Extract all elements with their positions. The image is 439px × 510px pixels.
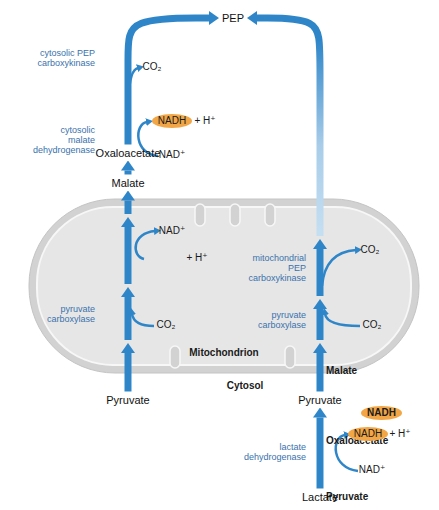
co2: CO₂ bbox=[363, 319, 382, 331]
enzyme-name: cytosolic PEP carboxykinase bbox=[37, 48, 95, 68]
cofactor-pill: NADH bbox=[348, 427, 388, 441]
reaction-arrow bbox=[316, 353, 323, 392]
metabolite-name: Pyruvate bbox=[296, 394, 343, 407]
nad: NAD⁺ bbox=[359, 464, 385, 476]
proton: + H⁺ bbox=[389, 428, 410, 440]
cofactor-name: NADH bbox=[348, 427, 388, 441]
metabolite-name: Pyruvate bbox=[104, 394, 151, 407]
reaction-arrow bbox=[124, 353, 131, 392]
nad: NAD⁺ bbox=[159, 225, 185, 237]
metabolite-name: Malate bbox=[324, 364, 359, 377]
enzyme-name: pyruvate carboxylase bbox=[258, 310, 306, 330]
proton: + H⁺ bbox=[186, 252, 207, 264]
compartment-name: Mitochondrion bbox=[187, 346, 260, 359]
reaction-arrow bbox=[125, 171, 132, 175]
metabolite: Pyruvate bbox=[296, 394, 343, 407]
mitochondrion: MitochondrionMalatePEPNADHOxaloacetateOx… bbox=[28, 198, 420, 374]
reaction-arrow bbox=[125, 201, 132, 215]
reaction-arrow bbox=[317, 418, 324, 489]
metabolite: Lactate bbox=[300, 491, 340, 504]
reaction-arrow bbox=[125, 297, 132, 340]
enzyme-name: pyruvate carboxylase bbox=[47, 304, 95, 324]
proton: + H⁺ bbox=[194, 115, 215, 127]
reaction-arrow bbox=[317, 309, 324, 340]
metabolite: Pyruvate bbox=[104, 394, 151, 407]
enzyme-name: lactate dehydrogenase bbox=[244, 442, 306, 462]
co2: CO₂ bbox=[157, 319, 176, 331]
enzyme-name: cytosolic malate dehydrogenase bbox=[33, 125, 95, 155]
nad: NAD⁺ bbox=[159, 149, 185, 161]
co2: CO₂ bbox=[361, 244, 380, 256]
cofactor-name: NADH bbox=[361, 406, 402, 420]
cofactor-name: NADH bbox=[152, 114, 192, 128]
metabolite: PEP bbox=[220, 12, 246, 25]
metabolite-name: Malate bbox=[109, 177, 146, 190]
enzyme-name: mitochondrial PEP carboxykinase bbox=[248, 253, 306, 283]
reaction-arrow bbox=[125, 227, 132, 284]
compartment-name: Cytosol bbox=[227, 380, 264, 392]
metabolite-name: Lactate bbox=[300, 491, 340, 504]
metabolite: Malate bbox=[109, 177, 146, 190]
reaction-arrow bbox=[317, 249, 324, 296]
co2: CO₂ bbox=[143, 61, 162, 73]
cofactor-pill: NADH bbox=[152, 114, 192, 128]
metabolite-name: PEP bbox=[220, 12, 246, 25]
metabolite-name: Oxaloacetate bbox=[94, 147, 163, 160]
metabolite: Oxaloacetate bbox=[94, 147, 163, 160]
